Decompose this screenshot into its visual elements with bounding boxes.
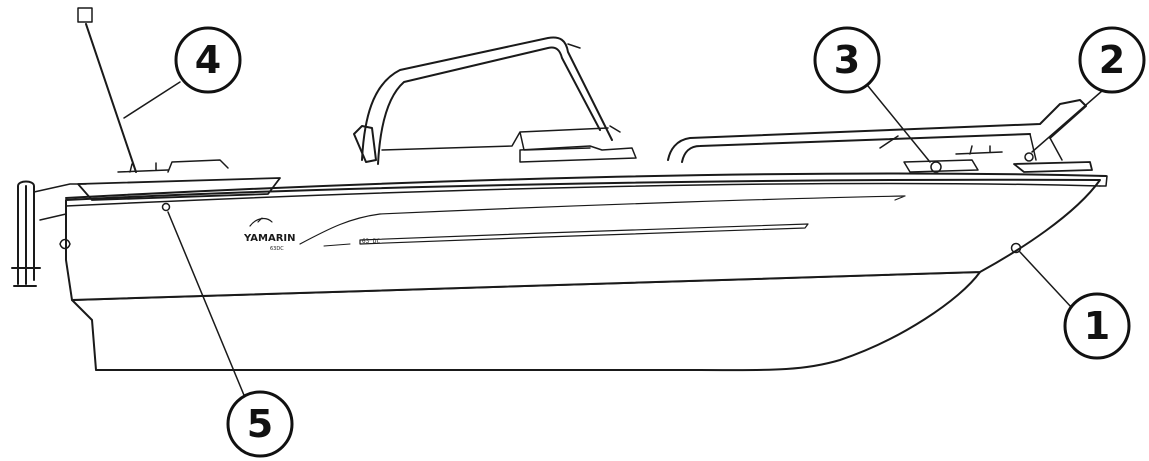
antenna-mast [85, 23, 137, 173]
callout-4-label: 4 [195, 38, 221, 82]
rub-rail [65, 172, 1107, 199]
lower-hull [71, 271, 981, 372]
seat-back [353, 125, 377, 163]
callout-4-circle [174, 26, 242, 94]
bow-cleat [955, 145, 1003, 155]
hull-stripe-long [359, 223, 809, 245]
leader-1 [1019, 251, 1073, 309]
stern-hatch [167, 159, 229, 173]
hull-stripe [299, 195, 906, 245]
windshield-frame [361, 36, 613, 165]
callout-1: 1 [1063, 292, 1131, 360]
point-1-fitting [1010, 242, 1022, 254]
bow-rail [667, 99, 1087, 163]
brand-logo-text: YAMARIN [243, 233, 296, 244]
stern-rail [33, 183, 87, 221]
stern-cleat [117, 162, 169, 173]
model-marking: 63 DC [362, 238, 380, 245]
brand-logo: YAMARIN 63DC [243, 217, 296, 252]
console [519, 145, 637, 163]
bow-tip [1099, 175, 1108, 187]
bow-rail-post [879, 133, 1063, 161]
stern-ladder [11, 180, 41, 287]
stern-deck-box [77, 177, 281, 201]
hull-stripe-accent [323, 243, 351, 247]
callout-4: 4 [174, 26, 242, 94]
callout-2-circle [1078, 26, 1146, 94]
rub-rail-lower [65, 182, 1101, 207]
antenna-light [77, 7, 93, 23]
point-2-fitting [1024, 152, 1034, 162]
callout-3-label: 3 [834, 38, 860, 82]
callout-1-circle [1063, 292, 1131, 360]
leader-3 [867, 85, 931, 163]
callout-3-circle [813, 26, 881, 94]
callout-5: 5 [226, 390, 294, 458]
dolphin-icon [249, 217, 273, 227]
leader-5 [167, 211, 247, 401]
callout-1-label: 1 [1084, 304, 1110, 348]
main-hull [65, 178, 1101, 301]
windshield-clips [567, 43, 621, 133]
point-3-fitting [930, 161, 942, 173]
callout-3: 3 [813, 26, 881, 94]
callout-2-label: 2 [1099, 38, 1125, 82]
callout-2: 2 [1078, 26, 1146, 94]
bow-deck-box [1013, 161, 1093, 173]
callout-5-circle [226, 390, 294, 458]
leader-4 [123, 81, 181, 119]
point-5-fitting [161, 202, 171, 212]
callout-5-label: 5 [247, 402, 273, 446]
transom-fitting [59, 238, 71, 250]
brand-logo-sub: 63DC [270, 246, 284, 252]
deck-hatch [903, 159, 979, 173]
leader-2 [1031, 83, 1111, 153]
